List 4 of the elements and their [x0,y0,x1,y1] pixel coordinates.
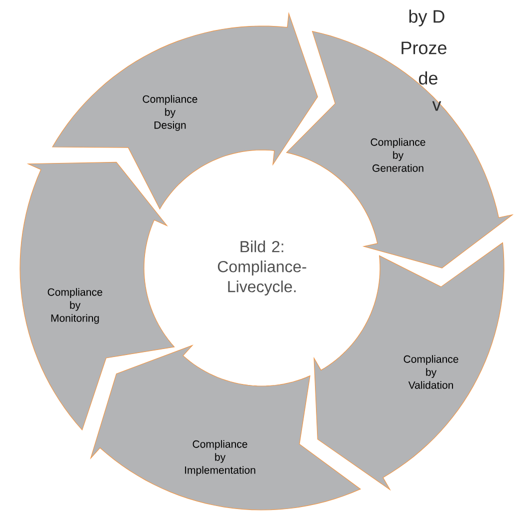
arrow-segment: Compliance by Validation [314,242,504,491]
text-fragment: Proze [402,42,446,54]
text-fragment: de [418,71,438,85]
text-fragment: v [432,101,442,111]
